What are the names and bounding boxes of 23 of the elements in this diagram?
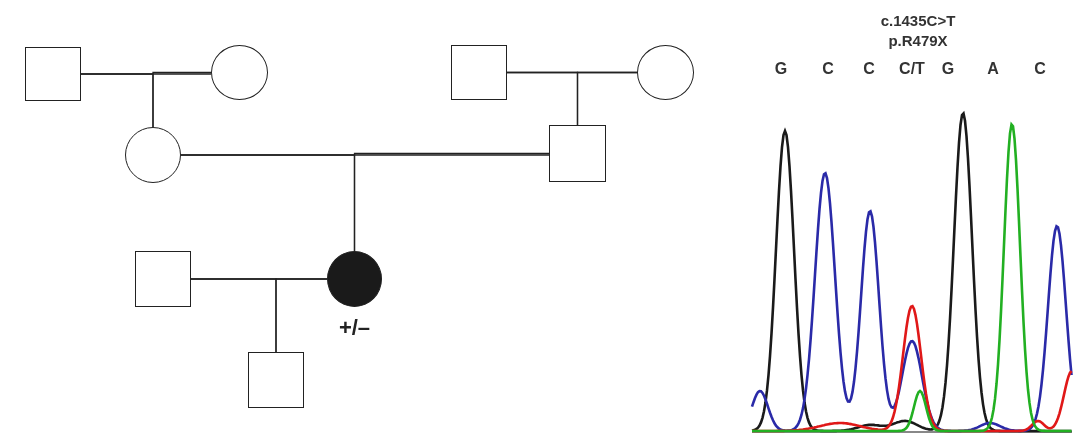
pedigree-line xyxy=(353,152,550,252)
male-square xyxy=(549,125,606,182)
affected-female-circle xyxy=(327,251,382,307)
pedigree-line xyxy=(275,278,328,353)
base-label: G xyxy=(774,60,788,78)
pedigree-line xyxy=(576,71,638,126)
base-label: A xyxy=(987,60,999,78)
male-square xyxy=(25,47,81,101)
female-circle xyxy=(211,45,268,100)
male-square xyxy=(135,251,191,307)
mutation-label: p.R479X xyxy=(888,32,948,49)
base-label: G xyxy=(941,60,955,78)
female-circle xyxy=(637,45,694,100)
base-label: C xyxy=(822,60,834,78)
male-square xyxy=(248,352,304,408)
female-circle xyxy=(125,127,181,183)
pedigree-line xyxy=(152,71,212,128)
base-label: C/T xyxy=(899,60,925,78)
mutation-label: c.1435C>T xyxy=(880,12,956,29)
genotype-label: +/– xyxy=(338,315,371,341)
male-square xyxy=(451,45,507,100)
base-label: C xyxy=(863,60,875,78)
base-label: C xyxy=(1034,60,1046,78)
